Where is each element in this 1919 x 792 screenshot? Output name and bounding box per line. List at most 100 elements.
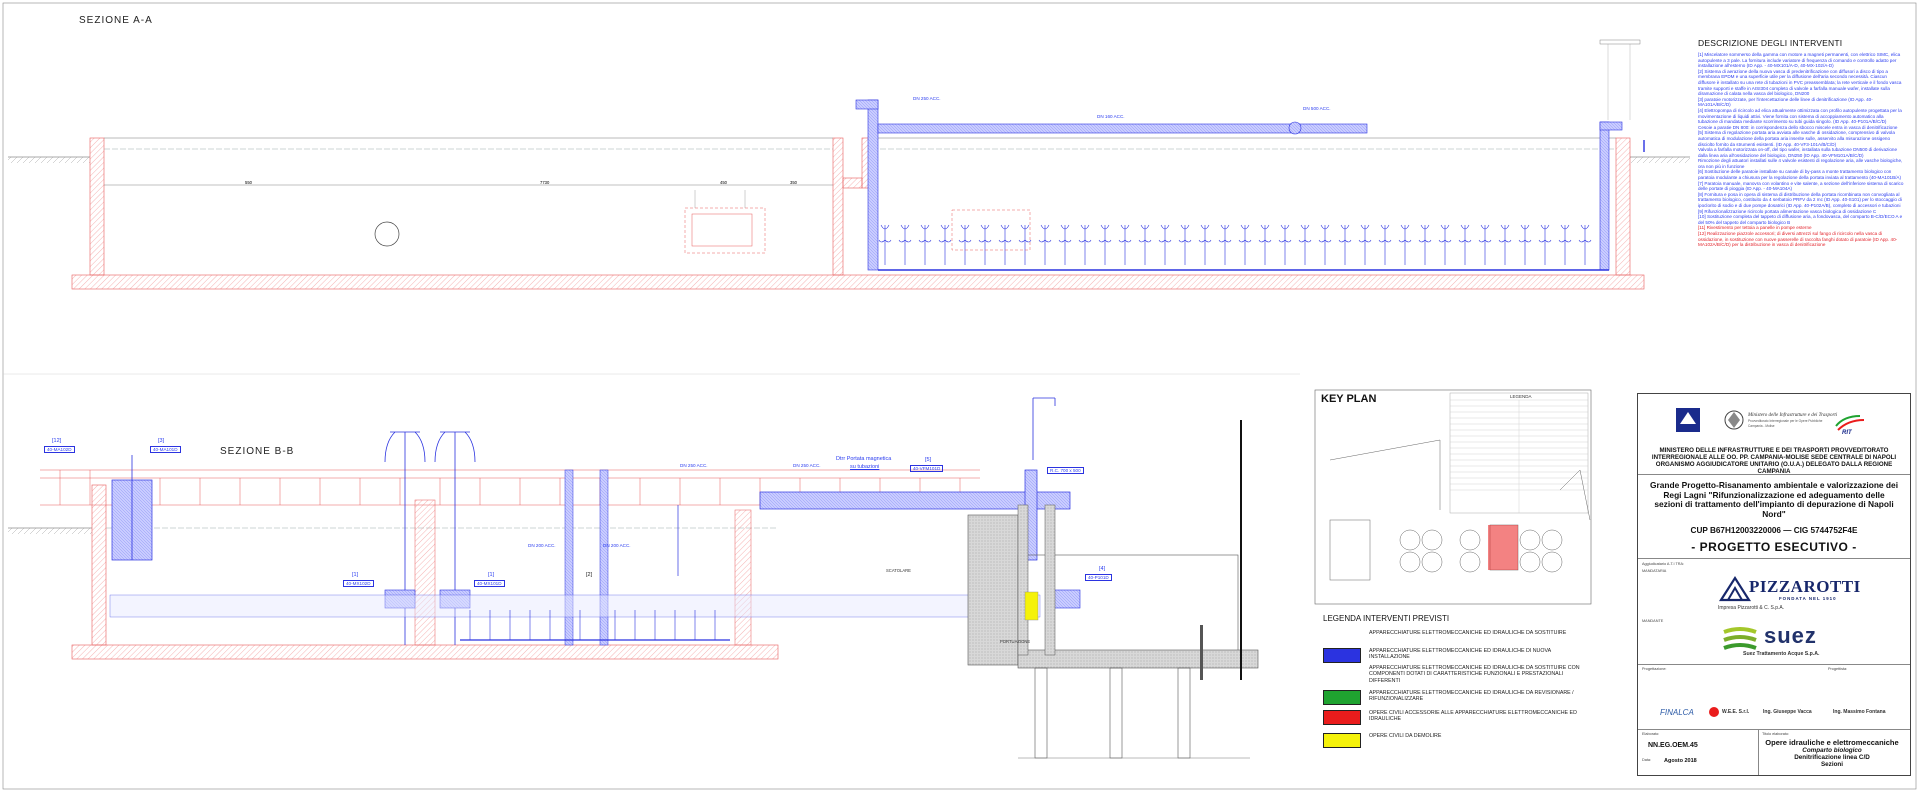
suez-company: Suez Trattamento Acque S.p.A. [1743,651,1820,657]
tag-4: [4] [1099,566,1106,572]
svg-text:Provveditorato Interregionale: Provveditorato Interregionale per le Ope… [1748,419,1823,423]
keyplan-legenda-label: LEGENDA [1510,394,1532,399]
svg-text:RIT: RIT [1842,430,1853,436]
finalca-logo-icon: FINALCA [1660,708,1694,717]
progettazione-label: Progettazione: [1642,667,1667,671]
header-logos: Ministero delle Infrastrutture e dei Tra… [1676,408,1865,436]
data-label: Data: [1642,758,1652,762]
tag-4-id: 40-P101D [1085,574,1112,581]
tag-1b-id: 40-MX101D [474,580,505,587]
legend-text: APPARECCHIATURE ELETTROMECCANICHE ED IDR… [1369,648,1551,661]
description-item: [10] Sostituzione completa del tappeto d… [1698,214,1903,225]
description-item: Rimozione degli attuatori installati sul… [1698,158,1903,169]
tag-1b: [1] [488,572,495,578]
tag-12-id: 40-MA102D [44,446,75,453]
republic-emblem-icon [1724,410,1744,430]
svg-text:550: 550 [245,180,253,185]
description-item: [2] Sistema di aerazione della nuova vas… [1698,68,1902,97]
description-item: [6] Sostituzione delle paratoie installa… [1698,169,1902,181]
keyplan-drawing [1314,389,1592,605]
legend-text: OPERE CIVILI DA DEMOLIRE [1369,733,1442,739]
label-dn250-bb-2: DN 250 ACC. [793,463,821,468]
description-title: DESCRIZIONE DEGLI INTERVENTI [1698,38,1843,48]
label-dn250-aa: DN 250 ACC. [913,96,941,101]
svg-text:350: 350 [790,180,798,185]
legend-text: APPARECCHIATURE ELETTROMECCANICHE ED IDR… [1369,630,1567,636]
section-bb-drawing [8,397,1259,759]
suez-logo-text: suez [1764,623,1817,648]
diffuser-array-aa [878,224,1592,265]
diffuser-array-bb [469,610,716,640]
label-dn500-aa: DN 500 ACC. [1303,106,1331,111]
label-dn200-bb-1: DN 200 ACC. [528,543,556,548]
legend-item: OPERE CIVILI DA DEMOLIRE [1323,733,1583,748]
tag-3-id: 40-MA101D [150,446,181,453]
description-item: [1] Miscelatore sommerso della gamma con… [1698,52,1901,69]
wee-logo-icon [1709,707,1719,717]
project-title: Grande Progetto-Risanamento ambientale e… [1649,480,1899,519]
impresa-label: Impresa Pizzarotti & C. S.p.A. [1718,605,1785,611]
engineer-fontana: Ing. Massimo Fontana [1833,709,1886,715]
cup-cig: CUP B67H12003220006 — CIG 5744752F4E [1690,526,1858,535]
legend-item: OPERE CIVILI ACCESSORIE ALLE APPARECCHIA… [1323,710,1583,725]
svg-text:FINALCA: FINALCA [1660,708,1694,717]
description-item: Cesoie a paratie DN 800: in corrisponden… [1698,124,1898,130]
label-portuazione: PORTUAZIONE [1000,639,1031,644]
campania-seal-icon [1676,408,1700,432]
legend-item: APPARECCHIATURE ELETTROMECCANICHE ED IDR… [1323,630,1583,645]
legend-item: APPARECCHIATURE ELETTROMECCANICHE ED IDR… [1323,665,1583,684]
tag-1a: [1] [352,572,359,578]
legend-title: LEGENDA INTERVENTI PREVISTI [1323,614,1450,623]
legend-item: APPARECCHIATURE ELETTROMECCANICHE ED IDR… [1323,648,1583,663]
svg-text:Campania - Molise: Campania - Molise [1748,424,1775,428]
legend-swatch [1323,733,1361,748]
description-item: [5] Sistema di regolazione portata aria … [1698,130,1895,147]
svg-text:Ministero delle Infrastrutture: Ministero delle Infrastrutture e dei Tra… [1747,413,1838,418]
tricolor-logo-icon: RIT [1835,415,1865,436]
description-item: Valvola a farfalla motorizzata on-off, d… [1698,147,1898,158]
label-dn200-bb-2: DN 200 ACC. [603,543,631,548]
label-dn160-aa: DN 160 ACC. [1097,114,1125,119]
description-item: [7] Paratoia manuale, manovra con volant… [1698,180,1904,192]
mandataria-label: MANDATARIA [1642,569,1667,573]
label-misura-portata: Dtrr Portata magnetica [836,456,892,462]
legend-text: APPARECCHIATURE ELETTROMECCANICHE ED IDR… [1369,665,1580,684]
label-scatolare: SCATOLARE [886,568,911,573]
description-item: [8] Fornitura e posa in opera di sistema… [1698,191,1902,209]
tag-2: [2] [586,572,593,578]
tag-1a-id: 40-MX102D [343,580,374,587]
drawing-subject: Opere idrauliche e elettromeccaniche Com… [1765,738,1899,769]
description-item: [12] Realizzazione piazzole accessori; d… [1698,231,1898,248]
label-misura-portata-2: su tubazioni [850,464,880,470]
section-bb-title: SEZIONE B-B [220,446,295,457]
interventions-description: DESCRIZIONE DEGLI INTERVENTI [1] Miscela… [1698,38,1904,248]
pizzarotti-logo: PIZZAROTTI FONDATA NEL 1910 [1719,574,1860,606]
title-block: Ministero delle Infrastrutture e dei Tra… [1637,393,1911,776]
tag-5-id: 40-VFM101D [910,465,944,472]
tag-12: [12] [52,438,62,444]
ministry-heading: MINISTERO DELLE INFRASTRUTTURE E DEI TRA… [1651,447,1897,475]
svg-text:7730: 7730 [540,180,550,185]
label-rc: R.C. 700 x 500 [1047,467,1084,474]
svg-text:450: 450 [720,180,728,185]
section-aa-title: SEZIONE A-A [79,15,153,26]
legend-item: APPARECCHIATURE ELETTROMECCANICHE ED IDR… [1323,690,1583,705]
description-item: [3] paratoie motorizzate, per l'intercet… [1698,96,1873,108]
tag-5: [5] [925,457,932,463]
progettista-label: Progettista: [1828,667,1848,671]
description-item: [4] Elettropompa di ricircolo ad elica a… [1698,107,1902,125]
legend-swatch [1323,710,1361,725]
progetto-esecutivo: - PROGETTO ESECUTIVO - [1691,540,1857,554]
elaborato-label: Elaborato: [1642,732,1660,736]
aggiudicatario-label: Aggiudicatario A.T.I TRA: [1642,562,1685,566]
legend-text: OPERE CIVILI ACCESSORIE ALLE APPARECCHIA… [1369,710,1577,723]
tag-3: [3] [158,438,165,444]
description-item: [11] Rivestimento per tettoia a panelle … [1698,225,1812,231]
legend-text: APPARECCHIATURE ELETTROMECCANICHE ED IDR… [1369,690,1574,703]
pizzarotti-mark-icon [1719,575,1752,602]
mandante-label: MANDANTE [1642,619,1664,623]
suez-mark-icon [1723,627,1757,650]
